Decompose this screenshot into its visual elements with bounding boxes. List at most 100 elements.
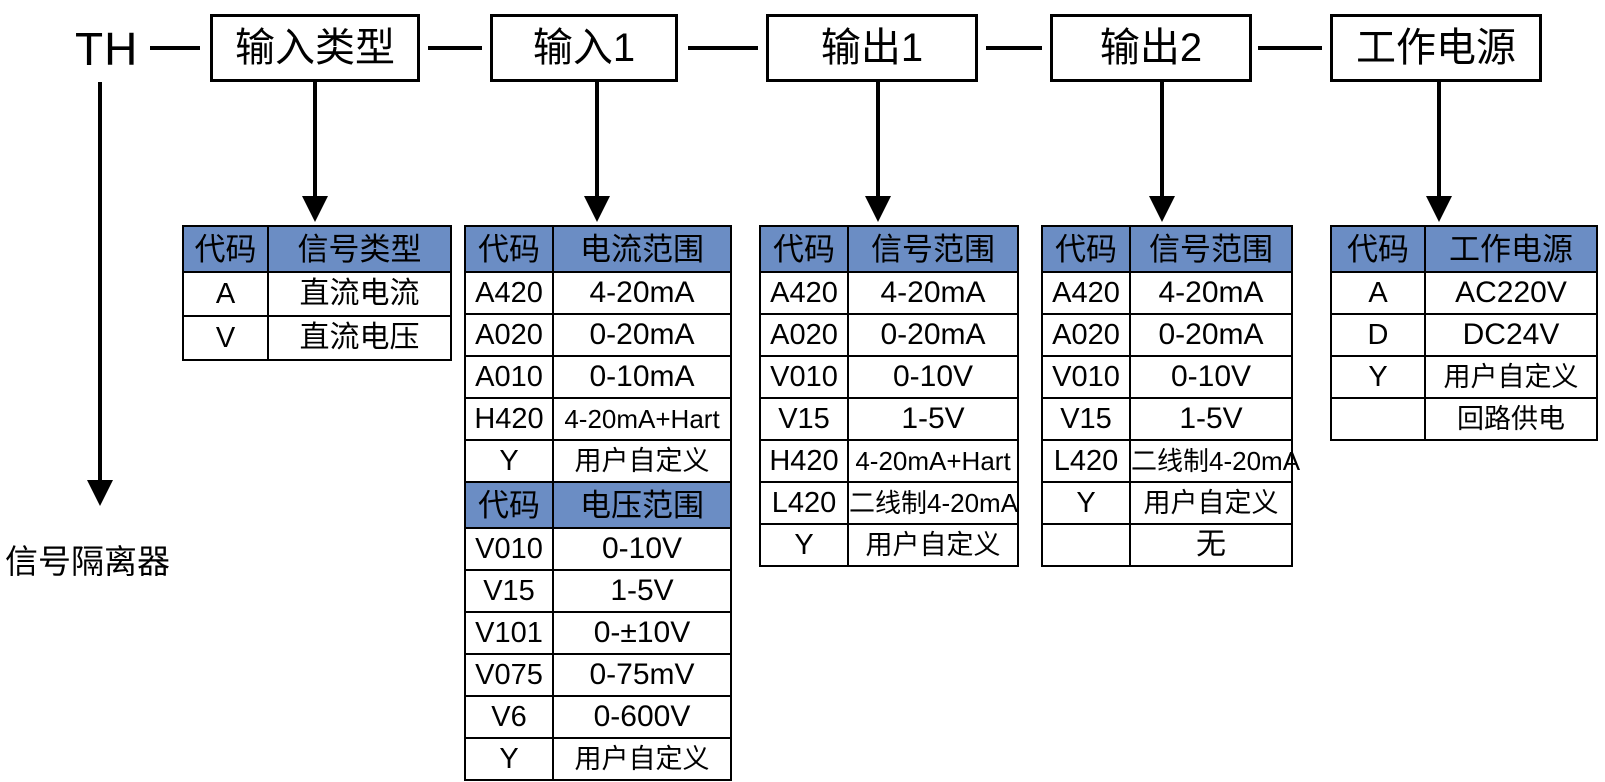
table-header-row: 代码 信号范围	[759, 225, 1019, 273]
connector-line-input1	[595, 82, 599, 200]
segment-box-label: 输入类型	[235, 26, 395, 70]
table-header-code: 代码	[1330, 225, 1426, 273]
table-row: L420 二线制4-20mA	[759, 481, 1019, 525]
cell-value: 用户自定义	[552, 439, 732, 483]
table-header-value: 信号范围	[1129, 225, 1293, 273]
segment-box-label: 输入1	[532, 26, 636, 70]
cell-value: DC24V	[1424, 313, 1598, 357]
table-row: A020 0-20mA	[1041, 313, 1293, 357]
cell-value: 无	[1129, 523, 1293, 567]
table-row: Y 用户自定义	[759, 523, 1019, 567]
separator-dash-3	[688, 46, 758, 50]
cell-value: 1-5V	[552, 569, 732, 613]
separator-dash-5	[1258, 46, 1322, 50]
table-row: A020 0-20mA	[464, 313, 732, 357]
table-row: V075 0-75mV	[464, 653, 732, 697]
table-row: Y 用户自定义	[1041, 481, 1293, 525]
table-input-type: 代码 信号类型 A 直流电流 V 直流电压	[182, 225, 452, 361]
table-row: H420 4-20mA+Hart	[464, 397, 732, 441]
cell-code: V010	[464, 527, 554, 571]
table-header-code: 代码	[464, 481, 554, 529]
connector-line-prefix	[98, 82, 102, 486]
table-header-code: 代码	[759, 225, 849, 273]
cell-code: V15	[1041, 397, 1131, 441]
cell-value: 直流电流	[267, 271, 452, 317]
cell-code: V15	[464, 569, 554, 613]
cell-code: V	[182, 315, 269, 361]
table-header-value: 电流范围	[552, 225, 732, 273]
table-row: A010 0-10mA	[464, 355, 732, 399]
connector-arrow-output2	[1149, 196, 1175, 222]
table-row: V010 0-10V	[759, 355, 1019, 399]
segment-box-label: 输出2	[1099, 26, 1203, 70]
segment-box-input1: 输入1	[490, 14, 678, 82]
cell-value: 0-10V	[552, 527, 732, 571]
cell-value: 二线制4-20mA	[847, 481, 1019, 525]
table-row: V010 0-10V	[1041, 355, 1293, 399]
table-row: A AC220V	[1330, 271, 1598, 315]
connector-arrow-input-type	[302, 196, 328, 222]
cell-code: L420	[759, 481, 849, 525]
table-header-row: 代码 信号类型	[182, 225, 452, 273]
cell-code: Y	[464, 439, 554, 483]
model-prefix: TH	[75, 23, 139, 75]
table-header-value: 电压范围	[552, 481, 732, 529]
cell-value: 用户自定义	[847, 523, 1019, 567]
table-header-value: 信号范围	[847, 225, 1019, 273]
table-row: A420 4-20mA	[759, 271, 1019, 315]
cell-code: A020	[464, 313, 554, 357]
segment-box-output1: 输出1	[766, 14, 978, 82]
cell-value: 4-20mA+Hart	[847, 439, 1019, 483]
table-output1: 代码 信号范围 A420 4-20mA A020 0-20mA V010 0-1…	[759, 225, 1019, 567]
segment-box-label: 工作电源	[1356, 26, 1516, 70]
cell-value: AC220V	[1424, 271, 1598, 315]
table-header-code: 代码	[182, 225, 269, 273]
cell-code: V075	[464, 653, 554, 697]
diagram-caption: 信号隔离器	[5, 543, 170, 580]
cell-code: Y	[759, 523, 849, 567]
cell-value: 4-20mA	[552, 271, 732, 315]
cell-code: V010	[1041, 355, 1131, 399]
table-row: A420 4-20mA	[464, 271, 732, 315]
cell-code: V101	[464, 611, 554, 655]
cell-code	[1041, 523, 1131, 567]
cell-code: A420	[1041, 271, 1131, 315]
connector-arrow-prefix	[87, 480, 113, 506]
cell-code	[1330, 397, 1426, 441]
cell-value: 0-±10V	[552, 611, 732, 655]
table-row: A020 0-20mA	[759, 313, 1019, 357]
connector-arrow-output1	[865, 196, 891, 222]
cell-value: 4-20mA	[1129, 271, 1293, 315]
table-row: A420 4-20mA	[1041, 271, 1293, 315]
table-header-row: 代码 信号范围	[1041, 225, 1293, 273]
connector-arrow-input1	[584, 196, 610, 222]
cell-code: V6	[464, 695, 554, 739]
segment-box-output2: 输出2	[1050, 14, 1252, 82]
table-row: D DC24V	[1330, 313, 1598, 357]
table-row: 回路供电	[1330, 397, 1598, 441]
cell-code: A	[182, 271, 269, 317]
cell-value: 0-20mA	[552, 313, 732, 357]
cell-value: 用户自定义	[552, 737, 732, 781]
table-row: Y 用户自定义	[464, 439, 732, 483]
cell-code: Y	[1330, 355, 1426, 399]
cell-code: A420	[464, 271, 554, 315]
cell-value: 0-10mA	[552, 355, 732, 399]
separator-dash-1	[150, 46, 200, 50]
table-header-row: 代码 电流范围	[464, 225, 732, 273]
segment-box-label: 输出1	[820, 26, 924, 70]
cell-value: 4-20mA+Hart	[552, 397, 732, 441]
table-row: V6 0-600V	[464, 695, 732, 739]
connector-line-input-type	[313, 82, 317, 200]
segment-box-power-supply: 工作电源	[1330, 14, 1542, 82]
separator-dash-2	[428, 46, 482, 50]
separator-dash-4	[986, 46, 1042, 50]
table-row: H420 4-20mA+Hart	[759, 439, 1019, 483]
table-header-value: 工作电源	[1424, 225, 1598, 273]
table-row: V010 0-10V	[464, 527, 732, 571]
cell-code: H420	[759, 439, 849, 483]
segment-box-input-type: 输入类型	[210, 14, 420, 82]
table-header-row: 代码 工作电源	[1330, 225, 1598, 273]
cell-value: 1-5V	[1129, 397, 1293, 441]
